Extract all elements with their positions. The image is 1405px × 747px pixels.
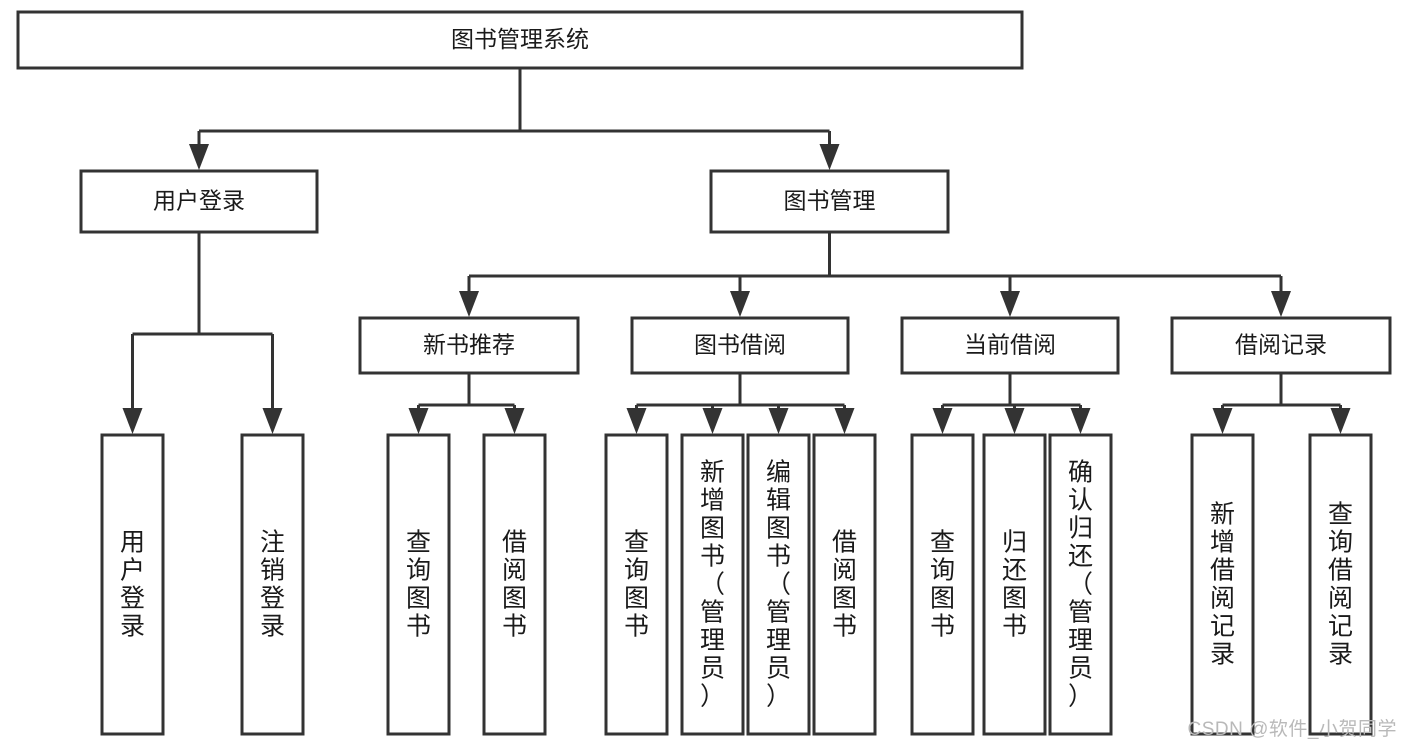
node-label-leaf-query-book-2: 查询图书 — [624, 529, 649, 641]
connector-borrow-record — [1212, 373, 1351, 434]
node-box-new-book-rec[interactable] — [358, 316, 580, 375]
node-box-borrow-record[interactable] — [1170, 316, 1392, 375]
node-label-leaf-add-book: 新增图书（管理员） — [700, 459, 725, 711]
node-box-leaf-user-logout[interactable] — [240, 433, 305, 736]
node-label-leaf-query-book-3: 查询图书 — [930, 529, 955, 641]
node-leaf-add-book[interactable]: 新增图书（管理员） — [680, 433, 745, 736]
node-leaf-add-record[interactable]: 新增借阅记录 — [1190, 433, 1255, 736]
node-box-book-borrow[interactable] — [630, 316, 850, 375]
connector-layer — [122, 68, 1351, 434]
node-new-book-rec[interactable]: 新书推荐 — [358, 316, 580, 375]
node-box-leaf-add-record[interactable] — [1190, 433, 1255, 736]
node-user-login[interactable]: 用户登录 — [79, 169, 319, 234]
node-box-leaf-user-login[interactable] — [100, 433, 165, 736]
node-label-current-borrow: 当前借阅 — [964, 332, 1056, 358]
node-label-leaf-borrow-book-2: 借阅图书 — [832, 529, 857, 641]
node-leaf-confirm-return[interactable]: 确认归还（管理员） — [1048, 433, 1113, 736]
node-leaf-query-book-1[interactable]: 查询图书 — [386, 433, 451, 736]
node-box-root[interactable] — [16, 10, 1024, 70]
node-box-leaf-borrow-book-1[interactable] — [482, 433, 547, 736]
node-current-borrow[interactable]: 当前借阅 — [900, 316, 1120, 375]
node-label-leaf-confirm-return: 确认归还（管理员） — [1068, 459, 1093, 711]
node-root[interactable]: 图书管理系统 — [16, 10, 1024, 70]
connector-user-login — [122, 232, 283, 434]
node-label-user-login: 用户登录 — [153, 188, 245, 214]
node-box-leaf-edit-book[interactable] — [746, 433, 811, 736]
node-leaf-return-book[interactable]: 归还图书 — [982, 433, 1047, 736]
node-box-leaf-query-record[interactable] — [1308, 433, 1373, 736]
node-leaf-borrow-book-1[interactable]: 借阅图书 — [482, 433, 547, 736]
node-label-new-book-rec: 新书推荐 — [423, 332, 515, 358]
node-label-root: 图书管理系统 — [451, 26, 589, 52]
connector-book-manage — [459, 232, 1291, 317]
node-book-manage[interactable]: 图书管理 — [709, 169, 950, 234]
node-leaf-edit-book[interactable]: 编辑图书（管理员） — [746, 433, 811, 736]
node-borrow-record[interactable]: 借阅记录 — [1170, 316, 1392, 375]
node-layer: 图书管理系统用户登录图书管理新书推荐图书借阅当前借阅借阅记录用户登录注销登录查询… — [16, 10, 1392, 736]
node-label-leaf-user-login: 用户登录 — [120, 529, 145, 641]
node-label-book-manage: 图书管理 — [784, 188, 876, 214]
connector-root — [189, 68, 840, 170]
node-leaf-query-book-3[interactable]: 查询图书 — [910, 433, 975, 736]
node-label-borrow-record: 借阅记录 — [1235, 332, 1327, 358]
node-label-leaf-add-record: 新增借阅记录 — [1210, 501, 1235, 669]
node-box-user-login[interactable] — [79, 169, 319, 234]
node-box-book-manage[interactable] — [709, 169, 950, 234]
connector-current-borrow — [932, 373, 1091, 434]
node-box-leaf-query-book-2[interactable] — [604, 433, 669, 736]
node-label-leaf-edit-book: 编辑图书（管理员） — [766, 459, 791, 711]
node-box-leaf-query-book-3[interactable] — [910, 433, 975, 736]
connector-new-book-rec — [408, 373, 525, 434]
node-label-leaf-query-book-1: 查询图书 — [406, 529, 431, 641]
node-box-leaf-confirm-return[interactable] — [1048, 433, 1113, 736]
node-box-leaf-borrow-book-2[interactable] — [812, 433, 877, 736]
node-box-leaf-return-book[interactable] — [982, 433, 1047, 736]
node-label-leaf-borrow-book-1: 借阅图书 — [502, 529, 527, 641]
node-box-leaf-query-book-1[interactable] — [386, 433, 451, 736]
connector-book-borrow — [626, 373, 855, 434]
node-label-leaf-user-logout: 注销登录 — [260, 529, 285, 641]
node-leaf-query-record[interactable]: 查询借阅记录 — [1308, 433, 1373, 736]
node-book-borrow[interactable]: 图书借阅 — [630, 316, 850, 375]
node-box-current-borrow[interactable] — [900, 316, 1120, 375]
node-label-leaf-query-record: 查询借阅记录 — [1328, 501, 1353, 669]
node-label-leaf-return-book: 归还图书 — [1002, 529, 1027, 641]
node-leaf-borrow-book-2[interactable]: 借阅图书 — [812, 433, 877, 736]
node-box-leaf-add-book[interactable] — [680, 433, 745, 736]
node-leaf-user-login[interactable]: 用户登录 — [100, 433, 165, 736]
node-leaf-query-book-2[interactable]: 查询图书 — [604, 433, 669, 736]
node-label-book-borrow: 图书借阅 — [694, 332, 786, 358]
node-leaf-user-logout[interactable]: 注销登录 — [240, 433, 305, 736]
